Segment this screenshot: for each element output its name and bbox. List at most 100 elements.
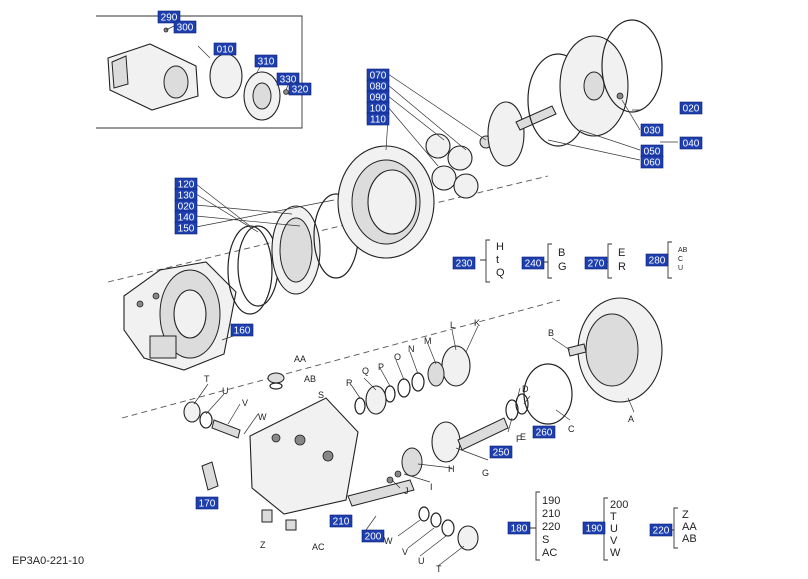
part-letter-o: O [394,352,401,362]
group-280-item: U [678,265,683,272]
callout-210: 210 [329,514,353,528]
left-spool-leaders [193,383,259,435]
callout-box [174,221,198,235]
callout-label: 260 [536,428,553,439]
callout-label: 310 [258,57,275,68]
part-letter-m: M [424,336,432,346]
group-220-item: Z [682,509,689,521]
cover-center [583,71,605,101]
part-letter-q: Q [362,366,369,376]
group-190-item: W [610,547,621,559]
callout-190: 190 [582,521,606,535]
callout-label: 040 [683,139,700,150]
callout-label: 230 [456,259,473,270]
brake-leaders [391,387,531,489]
callout-box [230,323,254,337]
o-ring-W [418,506,430,522]
part-letter-l: L [450,320,455,330]
callout-label: 180 [511,524,528,535]
callout-box [157,10,181,24]
callout-230: 230 [452,256,476,270]
part-letter-e: E [520,432,526,442]
part-letter-w: W [384,536,393,546]
part-letter-v: V [242,398,248,408]
planet-gear-2 [447,145,473,171]
part-letter-s: S [318,390,324,400]
callout-box [276,72,300,86]
group-180-item: AC [542,547,557,559]
callout-220: 220 [649,523,673,537]
callout-box [532,425,556,439]
callout-310: 310 [254,54,278,68]
plug-Z-1 [261,509,273,523]
inset-motor [209,53,243,99]
callout-160: 160 [230,323,254,337]
motor-port-1 [136,300,144,308]
callout-110: 110 [366,112,390,126]
brace-240 [547,243,552,279]
inset-machine-panel [111,55,129,89]
inset-sprocket-detail [96,15,303,129]
snap-ring-020 [601,19,663,113]
callout-label: 320 [292,85,309,96]
callout-330: 330 [276,72,300,86]
callout-box [584,256,608,270]
group-220-item: AA [682,521,697,533]
inset-bolt [283,89,289,95]
planet-carrier [487,101,525,167]
floating-seal-120 [227,225,273,315]
callout-box [195,496,219,510]
callout-040: 040 [679,136,703,150]
group-180-item: 220 [542,521,560,533]
group-280-item: AB [678,247,688,254]
group-190-item: V [610,535,618,547]
callout-270: 270 [584,256,608,270]
o-ring-AB [269,382,283,390]
callout-label: 120 [178,180,195,191]
callout-010: 010 [213,42,237,56]
callout-box [452,256,476,270]
figure-code: EP3A0-221-10 [12,555,84,567]
group-230-item: H [496,241,504,253]
group-180-item: 210 [542,508,560,520]
planet-gear-1 [425,133,451,159]
callout-020: 020 [174,199,198,213]
spring-V-lower [430,512,442,528]
callout-label: 250 [493,448,510,459]
part-letter-w: W [258,412,267,422]
o-ring-U [199,411,213,429]
relief-valve-row [351,325,479,415]
plug-T-lower [457,525,479,551]
hub-flange-group [523,297,663,425]
valve-port-2 [322,450,334,462]
callout-label: 100 [370,104,387,115]
piston-Q [365,385,387,415]
callout-box [288,82,312,96]
part-letter-p: P [378,362,384,372]
pin-B [567,343,587,357]
group-230-item: Q [496,267,505,279]
plug-Z-2 [285,519,297,531]
callout-box [640,123,664,137]
o-ring-U-lower [441,519,455,537]
callout-150: 150 [174,221,198,235]
callout-box [582,521,606,535]
ring-R [354,397,366,415]
callout-320: 320 [288,82,312,96]
bolt-170 [201,461,219,491]
callout-140: 140 [174,210,198,224]
group-190-item: T [610,511,617,523]
part-letter-t: T [204,374,210,384]
divider-upper [107,175,549,283]
callout-label: 220 [653,526,670,537]
callout-200: 200 [361,529,385,543]
inset-hub [163,65,189,99]
callout-label: 050 [644,147,661,158]
callout-050: 050 [640,144,664,158]
valve-port-1 [294,434,306,446]
callout-label: 110 [370,115,386,126]
brake-group [386,387,531,489]
callout-label: 270 [588,259,605,270]
spring-M [427,361,445,387]
